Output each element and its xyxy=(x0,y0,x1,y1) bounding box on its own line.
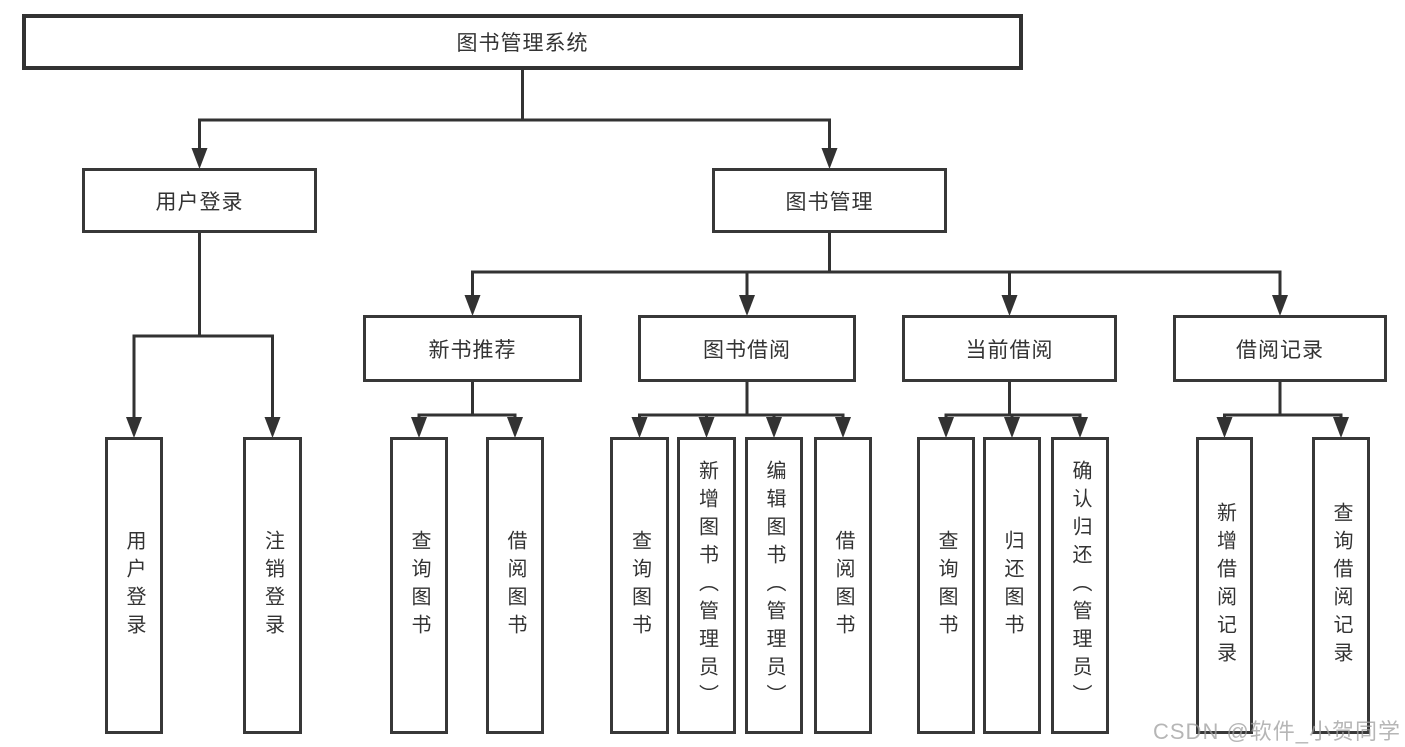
node-label-leaf-borrow-books-2: 借阅图书 xyxy=(832,529,854,642)
node-label-leaf-query-books-1: 查询图书 xyxy=(408,529,430,642)
node-book-borrow: 图书借阅 xyxy=(638,315,856,382)
node-leaf-query-books-2: 查询图书 xyxy=(610,437,669,734)
node-borrow-records: 借阅记录 xyxy=(1173,315,1387,382)
node-label-book-borrow: 图书借阅 xyxy=(703,338,791,362)
node-leaf-add-borrow-record: 新增借阅记录 xyxy=(1196,437,1253,734)
node-label-leaf-logout: 注销登录 xyxy=(261,529,284,642)
node-label-user-login: 用户登录 xyxy=(155,190,244,214)
node-leaf-return-book: 归还图书 xyxy=(983,437,1041,734)
node-leaf-query-borrow-record: 查询借阅记录 xyxy=(1312,437,1370,734)
node-label-leaf-add-book: 新增图书（管理员） xyxy=(695,459,718,712)
node-leaf-logout: 注销登录 xyxy=(243,437,302,734)
node-label-leaf-query-borrow-record: 查询借阅记录 xyxy=(1330,501,1352,670)
node-current-borrow: 当前借阅 xyxy=(902,315,1117,382)
node-label-leaf-return-book: 归还图书 xyxy=(1001,529,1023,642)
node-label-leaf-edit-book: 编辑图书（管理员） xyxy=(763,459,785,712)
node-label-leaf-add-borrow-record: 新增借阅记录 xyxy=(1213,501,1236,670)
node-new-book-rec: 新书推荐 xyxy=(363,315,582,382)
watermark: CSDN @软件_小贺同学 xyxy=(1153,719,1402,744)
node-leaf-query-books-1: 查询图书 xyxy=(390,437,448,734)
node-leaf-borrow-books-2: 借阅图书 xyxy=(814,437,872,734)
node-book-mgmt: 图书管理 xyxy=(712,168,947,233)
node-leaf-edit-book: 编辑图书（管理员） xyxy=(745,437,803,734)
node-leaf-add-book: 新增图书（管理员） xyxy=(677,437,736,734)
node-label-leaf-query-books-3: 查询图书 xyxy=(935,529,957,642)
node-label-leaf-user-login: 用户登录 xyxy=(123,529,145,642)
node-label-leaf-confirm-return: 确认归还（管理员） xyxy=(1069,459,1091,712)
node-root: 图书管理系统 xyxy=(22,14,1023,70)
node-label-book-mgmt: 图书管理 xyxy=(785,190,874,214)
node-label-borrow-records: 借阅记录 xyxy=(1236,338,1324,362)
node-leaf-user-login: 用户登录 xyxy=(105,437,163,734)
node-user-login: 用户登录 xyxy=(82,168,317,233)
node-label-leaf-borrow-books-1: 借阅图书 xyxy=(504,529,526,642)
node-label-leaf-query-books-2: 查询图书 xyxy=(628,529,651,642)
node-leaf-borrow-books-1: 借阅图书 xyxy=(486,437,544,734)
node-label-new-book-rec: 新书推荐 xyxy=(428,338,517,362)
node-label-current-borrow: 当前借阅 xyxy=(965,338,1054,362)
node-label-root: 图书管理系统 xyxy=(456,32,589,55)
node-leaf-query-books-3: 查询图书 xyxy=(917,437,975,734)
node-leaf-confirm-return: 确认归还（管理员） xyxy=(1051,437,1109,734)
